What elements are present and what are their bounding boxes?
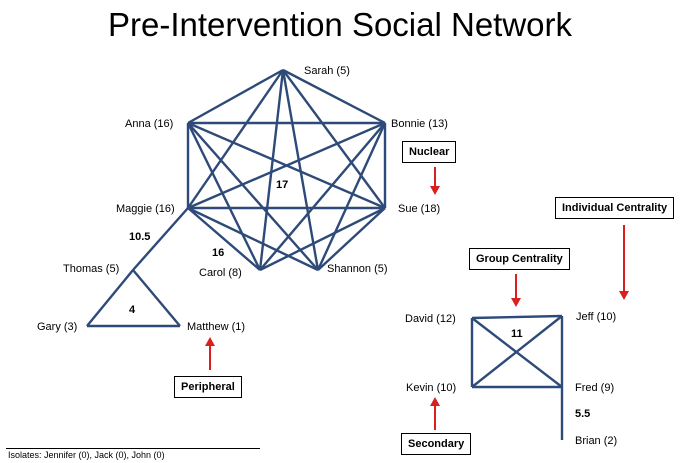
- isolates-note-cut: Isolates: Jennifer (0), Jack (0), John (…: [6, 448, 260, 463]
- node-bonnie: Bonnie (13): [391, 118, 448, 130]
- label-box-secondary: Secondary: [401, 433, 472, 455]
- label-box-individual-centrality: Individual Centrality: [555, 197, 675, 219]
- node-sarah: Sarah (5): [304, 65, 350, 77]
- node-anna: Anna (16): [125, 118, 173, 130]
- secondary-cluster-edges: [470, 314, 564, 440]
- node-shannon: Shannon (5): [327, 263, 388, 275]
- node-thomas: Thomas (5): [63, 263, 119, 275]
- nuclear-cluster-edges: [132, 68, 387, 272]
- page-title: Pre-Intervention Social Network: [107, 6, 573, 43]
- edge-weight-maggie-thomas: 10.5: [129, 231, 150, 243]
- label-box-nuclear: Nuclear: [402, 141, 457, 163]
- node-maggie: Maggie (16): [116, 203, 175, 215]
- arrow-group-centrality: [511, 274, 521, 307]
- node-brian: Brian (2): [575, 435, 617, 447]
- cluster-weight-triangle: 4: [129, 304, 136, 316]
- label-box-group-centrality: Group Centrality: [469, 248, 570, 270]
- node-matthew: Matthew (1): [187, 321, 245, 333]
- cluster-weight-nuclear: 17: [276, 179, 288, 191]
- peripheral-triangle-edges: [86, 269, 181, 328]
- isolates-note-text: Isolates: Jennifer (0), Jack (0), John (…: [8, 450, 165, 460]
- arrow-individual-centrality: [619, 225, 629, 300]
- arrow-nuclear: [430, 167, 440, 195]
- node-david: David (12): [405, 313, 456, 325]
- node-gary: Gary (3): [37, 321, 77, 333]
- edge-weight-maggie-carol: 16: [212, 247, 224, 259]
- cluster-weight-secondary: 11: [511, 328, 523, 340]
- node-jeff: Jeff (10): [576, 311, 616, 323]
- edge-weight-fred-brian: 5.5: [575, 408, 590, 420]
- node-fred: Fred (9): [575, 382, 614, 394]
- node-carol: Carol (8): [199, 267, 242, 279]
- node-kevin: Kevin (10): [406, 382, 456, 394]
- label-box-peripheral: Peripheral: [174, 376, 242, 398]
- node-sue: Sue (18): [398, 203, 440, 215]
- arrow-secondary: [430, 397, 440, 430]
- arrow-peripheral: [205, 337, 215, 370]
